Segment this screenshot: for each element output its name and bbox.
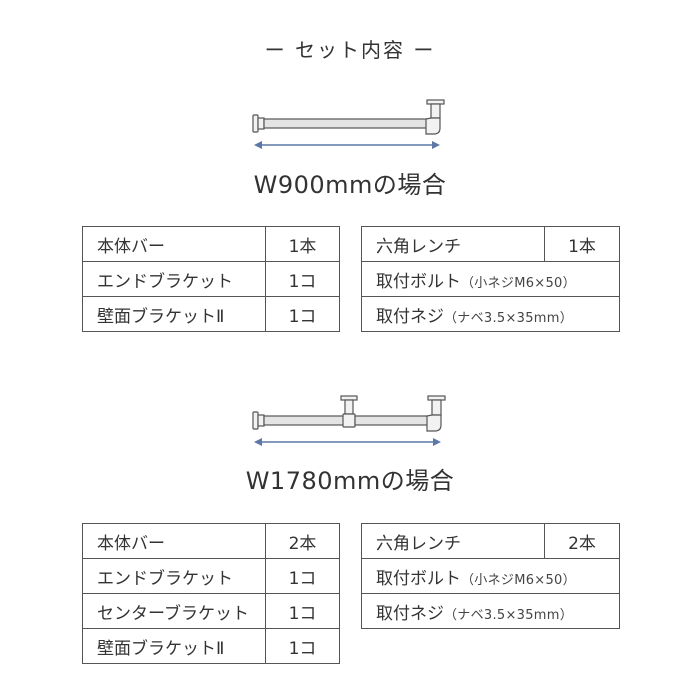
screw-name: 取付ネジ <box>376 603 444 624</box>
bolt-note: （小ネジM6×50） <box>461 572 576 588</box>
part-name: 本体バー <box>82 523 266 559</box>
table-row: 壁面ブラケットⅡ 1コ <box>82 296 340 332</box>
bolt-name: 取付ボルト <box>376 568 461 589</box>
bar-diagram-w900 <box>252 99 445 149</box>
part-name: センターブラケット <box>82 593 266 629</box>
end-bracket <box>252 114 265 133</box>
table-row: エンドブラケット 1コ <box>82 558 340 594</box>
table-row: センターブラケット 1コ <box>82 593 340 629</box>
main-bar-left <box>263 415 345 426</box>
part-qty: 1コ <box>265 261 340 297</box>
size-label-w1780: W1780mmの場合 <box>245 467 455 495</box>
width-arrow <box>254 438 441 446</box>
wall-bracket <box>425 99 445 135</box>
size-label-w900: W900mmの場合 <box>253 171 447 199</box>
main-bar-right <box>354 415 436 426</box>
table-row: 本体バー 1本 <box>82 226 340 262</box>
wall-bracket <box>426 395 446 432</box>
end-bracket <box>252 411 265 430</box>
table-row: 取付ボルト（小ネジM6×50） <box>361 558 620 594</box>
part-qty: 1コ <box>265 628 340 664</box>
width-arrow <box>254 141 440 149</box>
part-name: 本体バー <box>82 226 266 262</box>
bar-diagram-w1780 <box>252 395 446 446</box>
center-bracket <box>340 395 358 428</box>
part-name: エンドブラケット <box>82 261 266 297</box>
part-qty: 1コ <box>265 296 340 332</box>
part-qty: 1コ <box>265 558 340 594</box>
tool-name: 六角レンチ <box>361 226 545 262</box>
screw-cell: 取付ネジ（ナベ3.5×35mm） <box>361 296 620 332</box>
bolt-name: 取付ボルト <box>376 271 461 292</box>
part-qty: 2本 <box>265 523 340 559</box>
tools-table-w1780: 六角レンチ 2本 取付ボルト（小ネジM6×50） 取付ネジ（ナベ3.5×35mm… <box>361 523 620 629</box>
part-name: エンドブラケット <box>82 558 266 594</box>
table-row: 壁面ブラケットⅡ 1コ <box>82 628 340 664</box>
screw-cell: 取付ネジ（ナベ3.5×35mm） <box>361 593 620 629</box>
bolt-cell: 取付ボルト（小ネジM6×50） <box>361 261 620 297</box>
parts-table-w1780: 本体バー 2本 エンドブラケット 1コ センターブラケット 1コ 壁面ブラケット… <box>82 523 340 664</box>
table-row: 六角レンチ 1本 <box>361 226 620 262</box>
table-row: エンドブラケット 1コ <box>82 261 340 297</box>
table-row: 本体バー 2本 <box>82 523 340 559</box>
main-bar <box>263 118 435 129</box>
table-row: 取付ネジ（ナベ3.5×35mm） <box>361 593 620 629</box>
bolt-note: （小ネジM6×50） <box>461 275 576 291</box>
screw-name: 取付ネジ <box>376 306 444 327</box>
part-name: 壁面ブラケットⅡ <box>82 628 266 664</box>
bolt-cell: 取付ボルト（小ネジM6×50） <box>361 558 620 594</box>
table-row: 取付ネジ（ナベ3.5×35mm） <box>361 296 620 332</box>
screw-note: （ナベ3.5×35mm） <box>444 310 574 326</box>
part-qty: 1コ <box>265 593 340 629</box>
table-row: 六角レンチ 2本 <box>361 523 620 559</box>
part-name: 壁面ブラケットⅡ <box>82 296 266 332</box>
table-row: 取付ボルト（小ネジM6×50） <box>361 261 620 297</box>
page-title: ー セット内容 ー <box>264 38 436 62</box>
part-qty: 1本 <box>265 226 340 262</box>
tool-name: 六角レンチ <box>361 523 545 559</box>
tools-table-w900: 六角レンチ 1本 取付ボルト（小ネジM6×50） 取付ネジ（ナベ3.5×35mm… <box>361 226 620 332</box>
tool-qty: 2本 <box>544 523 620 559</box>
parts-table-w900: 本体バー 1本 エンドブラケット 1コ 壁面ブラケットⅡ 1コ <box>82 226 340 332</box>
screw-note: （ナベ3.5×35mm） <box>444 607 574 623</box>
tool-qty: 1本 <box>544 226 620 262</box>
